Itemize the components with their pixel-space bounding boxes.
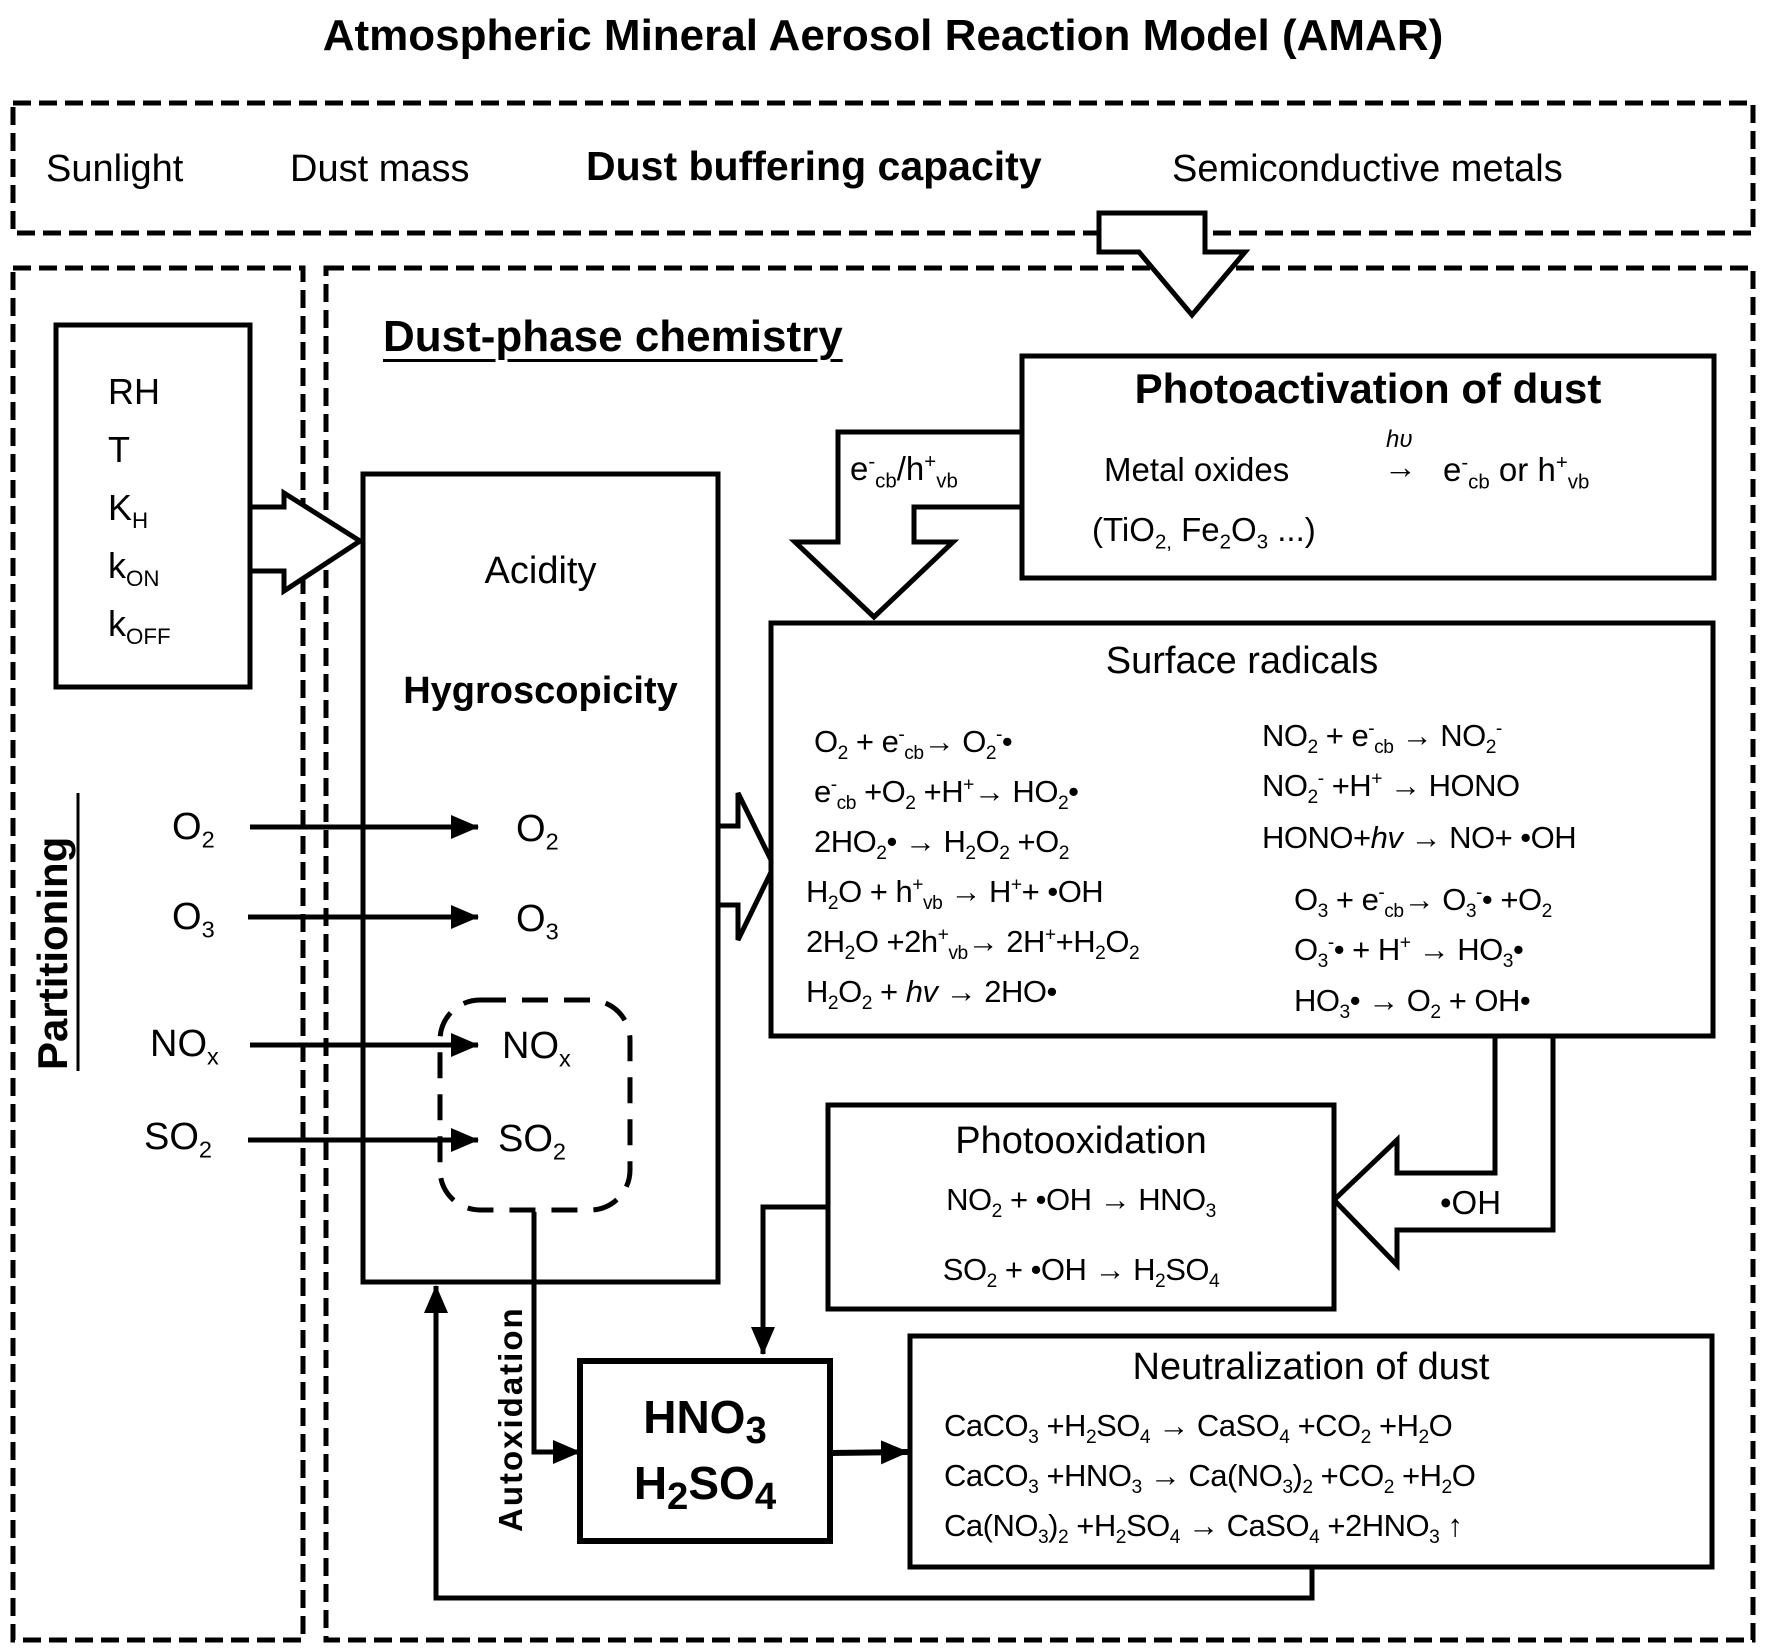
autoxidation-label: Autoxidation — [492, 1306, 529, 1532]
diagram-title: Atmospheric Mineral Aerosol Reaction Mod… — [322, 11, 1444, 60]
dust-phase-heading: Dust-phase chemistry — [383, 312, 843, 361]
autoxidation-line — [531, 1212, 581, 1464]
gas-label-outside: O2 — [172, 806, 215, 853]
surface-radical-equation: O2 + e-cb→ O2-• — [814, 724, 1013, 765]
photooxidation-eq-no2: NO2 + •OH → HNO3 — [946, 1182, 1216, 1223]
photoactivation-title: Photoactivation of dust — [1134, 365, 1602, 412]
surface-radicals-box — [768, 620, 1716, 1039]
surface-radical-equation: O3 + e-cb→ O3-• +O2 — [1294, 882, 1552, 923]
acids-to-neutralization-arrow — [829, 1440, 909, 1465]
gas-label-inside: NOx — [502, 1025, 571, 1072]
hygroscopicity-label: Hygroscopicity — [403, 670, 678, 712]
oh-arrow — [1330, 1033, 1556, 1272]
gas-label-inside: SO2 — [498, 1118, 567, 1165]
parameters-box — [53, 322, 253, 690]
input-dust-buffering-capacity: Dust buffering capacity — [586, 143, 1042, 189]
surface-radical-equation: e-cb +O2 +H+→ HO2• — [814, 774, 1079, 815]
gas-label-outside: NOx — [150, 1023, 219, 1070]
photooxidation-eq-so2: SO2 + •OH → H2SO4 — [942, 1252, 1220, 1293]
photooxidation-to-acids-line — [751, 1204, 828, 1355]
surface-radical-equation: H2O2 + hv → 2HO• — [806, 974, 1057, 1015]
photoactivation-arrow-glyph: → — [1384, 448, 1417, 485]
gas-label-inside: O3 — [516, 898, 559, 945]
neutralization-equation: Ca(NO3)2 +H2SO4 → CaSO4 +2HNO3 ↑ — [944, 1508, 1463, 1549]
input-semiconductive-metals: Semiconductive metals — [1172, 148, 1563, 190]
surface-radical-equation: H2O + h+vb → H++ •OH — [806, 874, 1104, 915]
neutralization-equation: CaCO3 +H2SO4 → CaSO4 +CO2 +H2O — [944, 1408, 1453, 1449]
photoactivation-examples: (TiO2, Fe2O3 ...) — [1092, 511, 1316, 554]
acids-box — [577, 1358, 833, 1544]
surface-radical-equation: O3-• + H+ → HO3• — [1294, 932, 1524, 973]
gas-label-outside: O3 — [172, 896, 215, 943]
partitioning-label: Partitioning — [29, 836, 76, 1070]
dust-phase-frame — [323, 265, 1756, 1643]
input-dust-mass: Dust mass — [290, 148, 470, 190]
photoactivation-box — [1019, 353, 1717, 581]
surface-radical-equation: NO2 + e-cb → NO2- — [1262, 718, 1502, 759]
core-box — [360, 471, 721, 1285]
gas-label-inside: O2 — [516, 808, 559, 855]
parameter-item: kOFF — [108, 603, 171, 650]
surface-radical-equation: HO3• → O2 + OH• — [1294, 983, 1531, 1024]
acids-h2so4: H2SO4 — [633, 1457, 777, 1519]
neutralization-title: Neutralization of dust — [1132, 1346, 1490, 1388]
parameter-item: RH — [108, 371, 160, 412]
surface-radical-equation: HONO+hv → NO+ •OH — [1262, 820, 1577, 855]
surface-radical-equation: NO2- +H+ → HONO — [1262, 768, 1520, 809]
autoxidation-group-frame — [437, 997, 633, 1213]
parameter-item: KH — [108, 487, 149, 534]
photoactivation-arrow — [788, 429, 1025, 621]
photooxidation-title: Photooxidation — [955, 1120, 1207, 1162]
core-to-radicals-arrow — [715, 791, 777, 942]
photoactivation-metal-oxides: Metal oxides — [1104, 451, 1290, 488]
input-sunlight: Sunlight — [46, 148, 184, 190]
photoactivation-arrow-label: e-cb/h+vb — [850, 450, 958, 493]
inputs-down-arrow — [1096, 210, 1251, 319]
neutralization-equation: CaCO3 +HNO3 → Ca(NO3)2 +CO2 +H2O — [944, 1458, 1476, 1499]
gas-label-outside: SO2 — [144, 1116, 213, 1163]
surface-radical-equation: 2H2O +2h+vb→ 2H++H2O2 — [806, 924, 1140, 965]
photoactivation-hv: hυ — [1386, 426, 1413, 453]
parameter-item: kON — [108, 545, 160, 592]
acids-hno3: HNO3 — [643, 1391, 767, 1453]
neutralization-box — [907, 1333, 1715, 1570]
surface-radicals-title: Surface radicals — [1105, 640, 1379, 682]
acidity-label: Acidity — [484, 550, 597, 592]
photoactivation-products: e-cb or h+vb — [1443, 451, 1590, 494]
parameters-arrow — [247, 488, 365, 596]
surface-radical-equation: 2HO2• → H2O2 +O2 — [814, 824, 1069, 865]
oh-arrow-label: •OH — [1440, 1184, 1502, 1221]
feedback-line — [424, 1285, 1315, 1601]
parameter-item: T — [108, 429, 130, 470]
partitioning-frame — [10, 265, 306, 1643]
inputs-bar-frame — [10, 100, 1756, 236]
